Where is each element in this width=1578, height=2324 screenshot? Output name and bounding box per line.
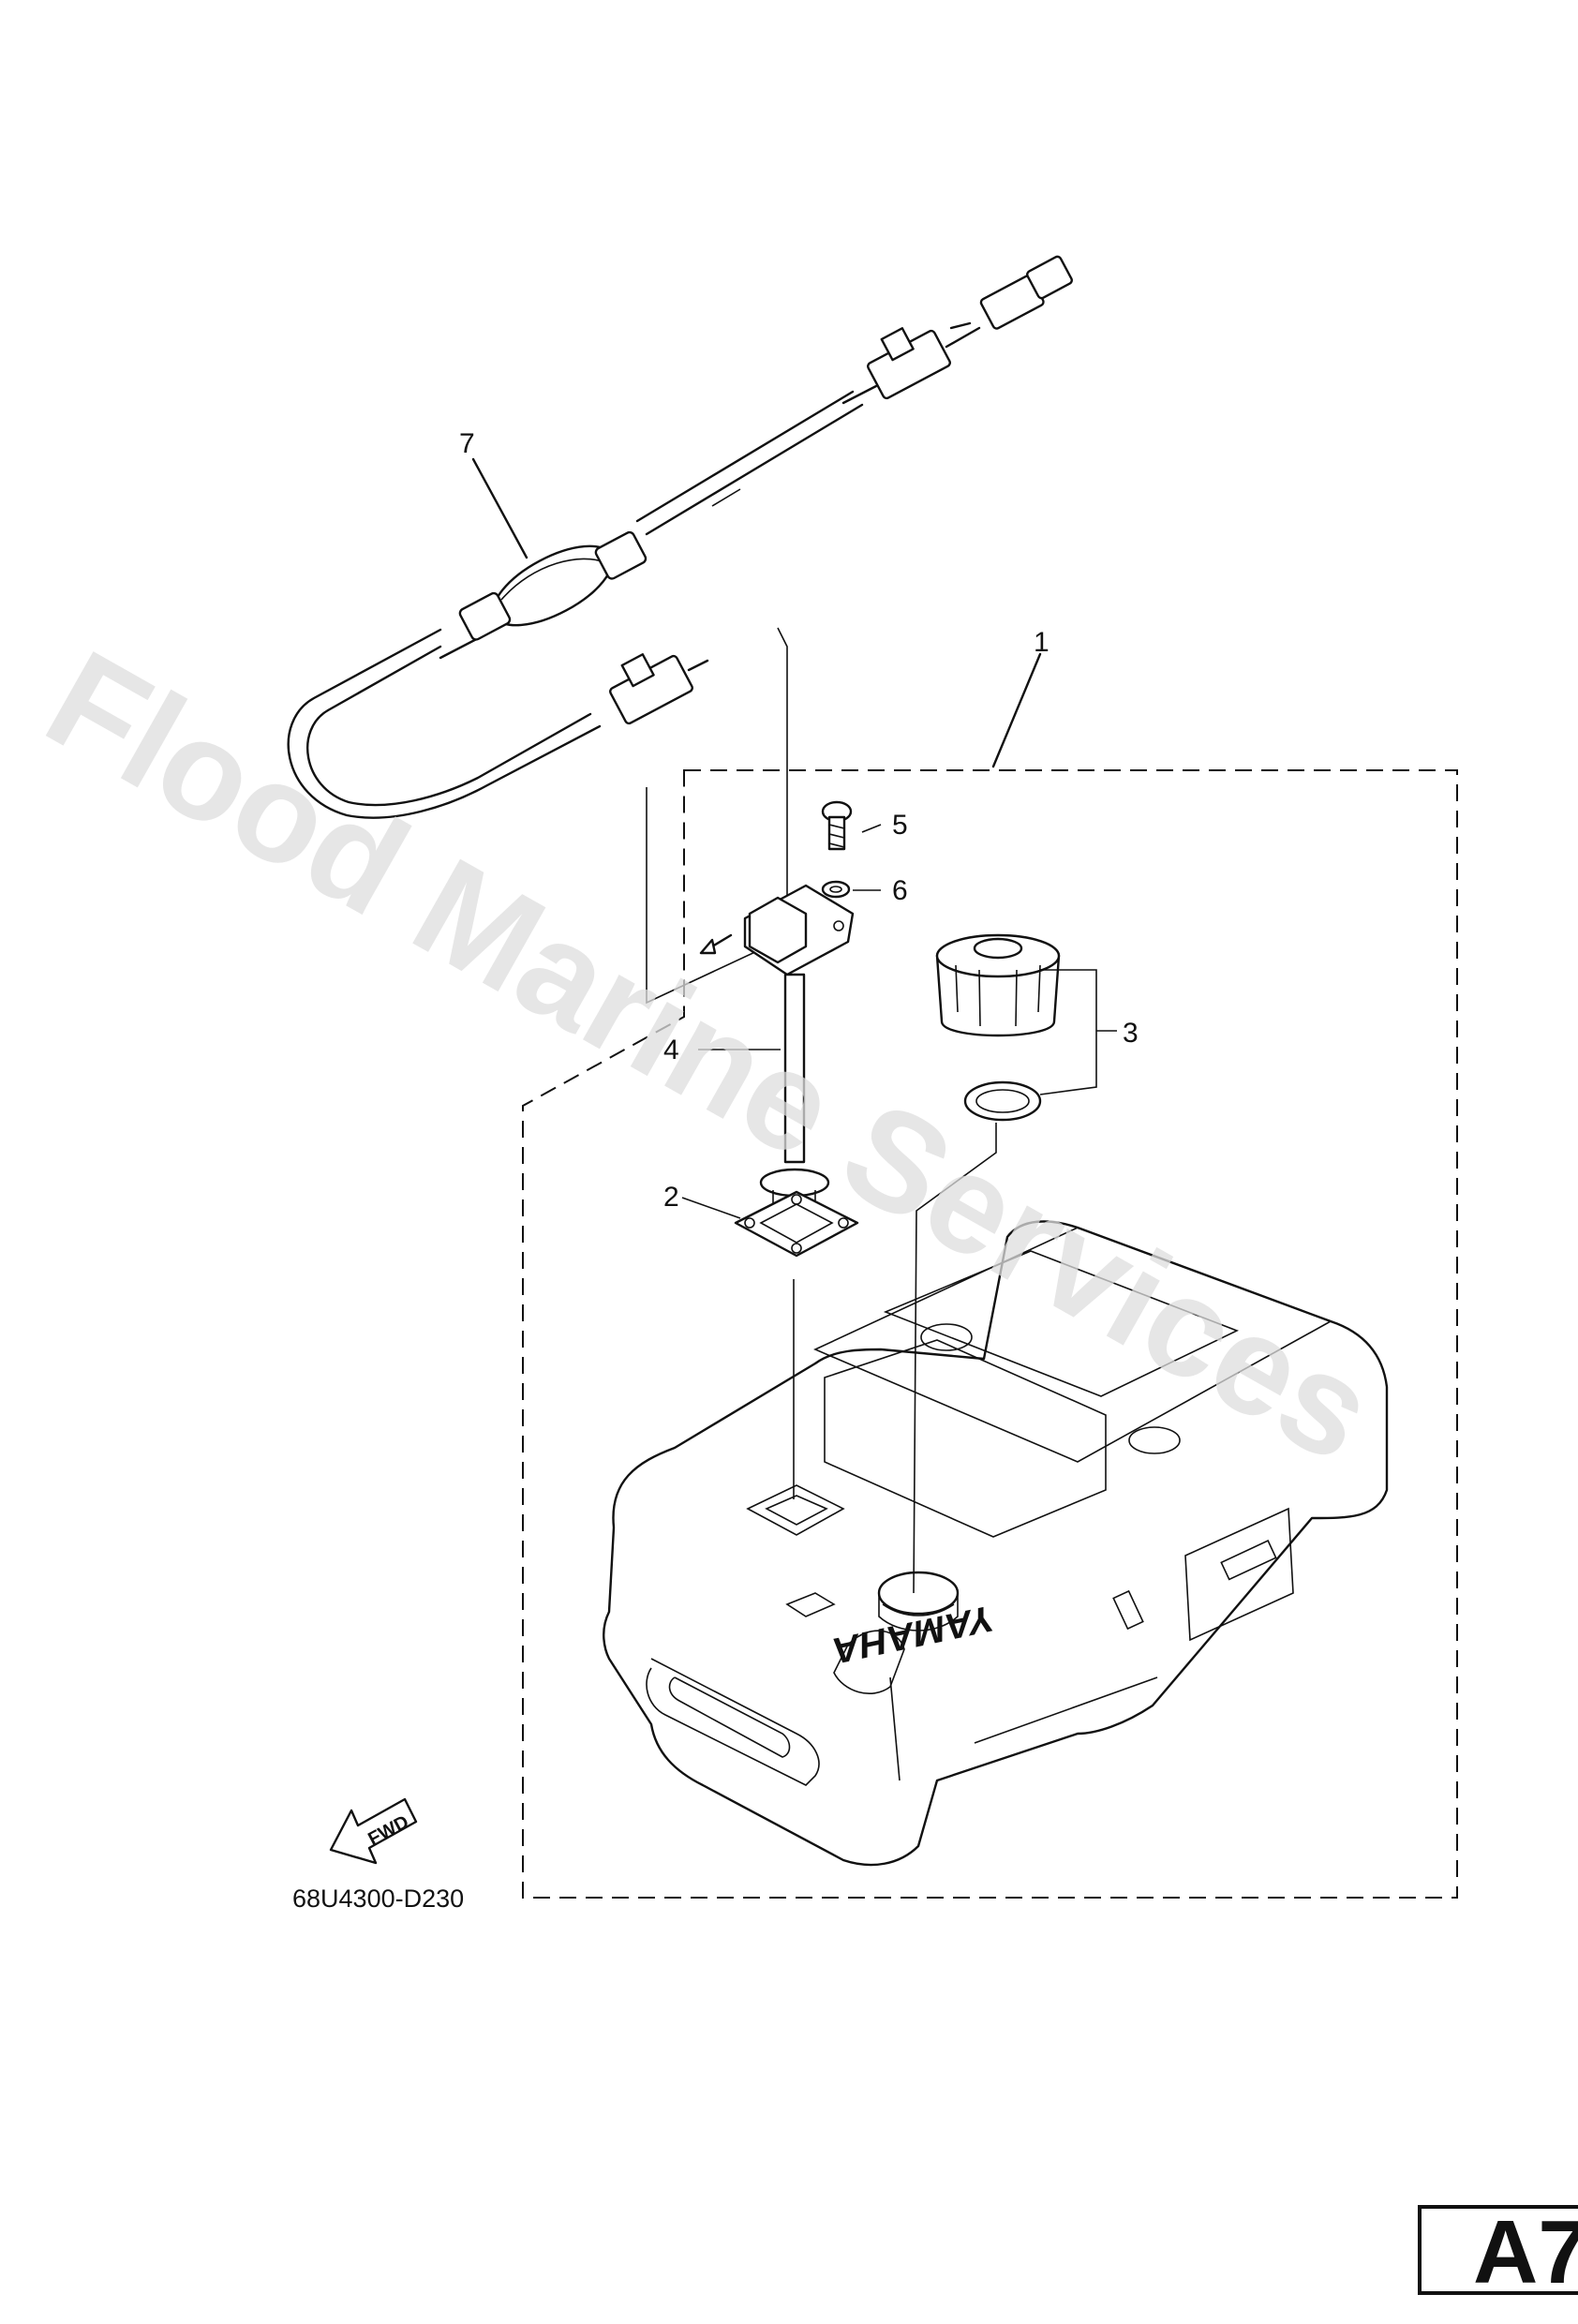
callout-2: 2 <box>663 1182 679 1213</box>
watermark: Flood Marine Services <box>22 620 1399 1492</box>
fwd-arrow-icon: FWD <box>329 1797 418 1865</box>
fuel-gauge-pickup <box>699 884 855 1209</box>
fuel-cap-part-3 <box>935 933 1061 1037</box>
page-label-box: A7 <box>1418 2202 1578 2302</box>
leader-lines <box>471 457 1117 1594</box>
callout-4: 4 <box>663 1035 679 1065</box>
callout-6: 6 <box>892 875 908 906</box>
fuel-hose-assembly <box>287 255 1073 1005</box>
hose-connector-lower <box>609 653 709 725</box>
page-label: A7 <box>1473 2202 1578 2302</box>
o-ring-part-3 <box>963 1080 1042 1122</box>
washer-part-6 <box>821 880 851 899</box>
gasket-part-2 <box>734 1190 859 1258</box>
callout-1: 1 <box>1034 627 1050 658</box>
engine-fitting <box>949 255 1073 330</box>
callout-7: 7 <box>459 428 475 459</box>
callout-labels: 1 2 3 4 5 6 7 <box>459 428 1139 1213</box>
hose-connector-upper <box>841 326 981 405</box>
fuel-tank: YAMAHA <box>603 1220 1389 1867</box>
primer-bulb <box>458 530 648 641</box>
screw-part-5 <box>821 800 853 851</box>
callout-3: 3 <box>1123 1018 1139 1049</box>
callout-5: 5 <box>892 810 908 841</box>
drawing-code: 68U4300-D230 <box>292 1885 464 1913</box>
assembly-boundary <box>522 769 1458 1899</box>
